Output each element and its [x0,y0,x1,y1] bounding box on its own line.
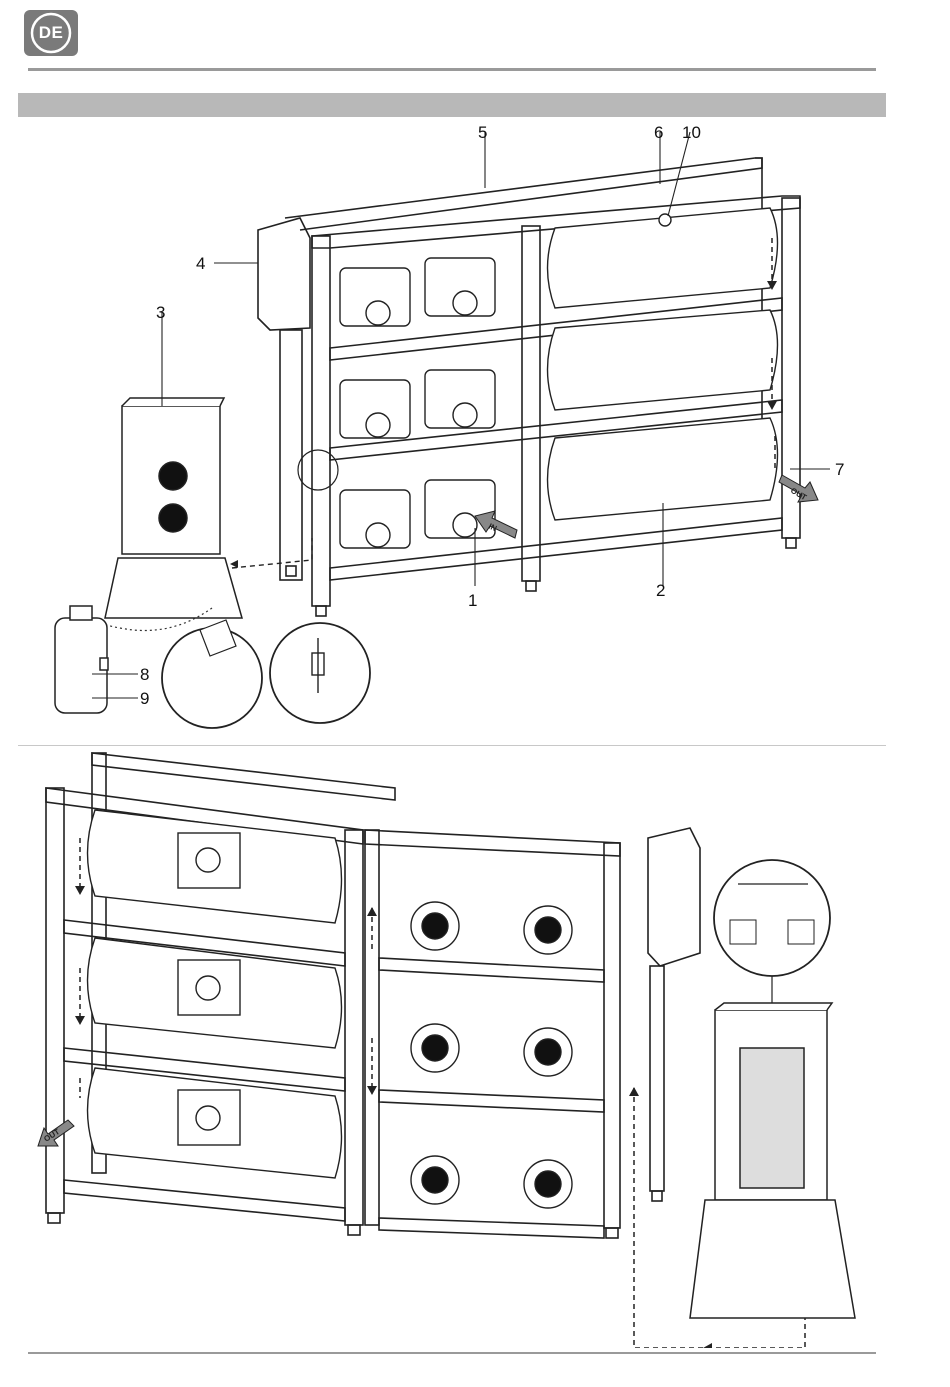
callout-5: 5 [478,123,487,142]
callout-10: 10 [682,123,701,142]
callout-4: 4 [196,254,205,273]
figure-front-view: OUT IN [0,118,950,743]
header-rule [28,68,876,71]
callout-6: 6 [654,123,663,142]
callout-1: 1 [468,591,477,610]
callout-8: 8 [140,665,149,684]
section-bar [18,93,886,117]
callout-9: 9 [140,689,149,708]
callout-2: 2 [656,581,665,600]
footer-rule [28,1352,876,1354]
language-code: DE [24,10,78,56]
figure-rear-view: OUT [0,748,950,1348]
figure-divider [18,745,886,746]
callout-7: 7 [835,460,844,479]
callout-3: 3 [156,303,165,322]
